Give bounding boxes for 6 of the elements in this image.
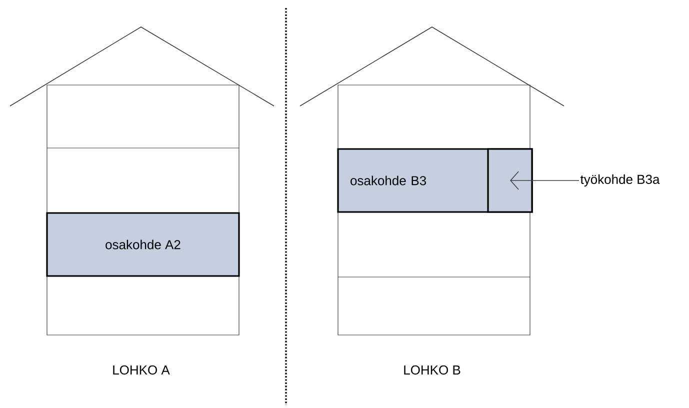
work-area-box xyxy=(487,148,533,213)
block-label: LOHKO A xyxy=(113,365,170,375)
callout-text: työkohde B3a xyxy=(580,174,660,187)
block-label: LOHKO B xyxy=(404,365,460,375)
subsection-box: osakohde A2 xyxy=(46,212,240,277)
arrow xyxy=(510,171,580,190)
